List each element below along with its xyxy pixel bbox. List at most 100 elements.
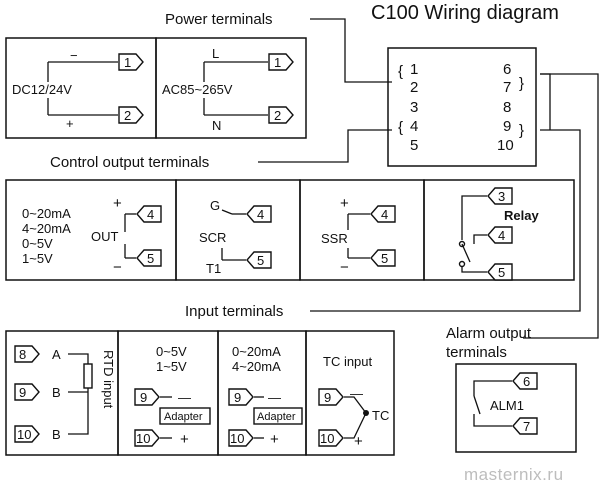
scr-g-label: G — [210, 198, 220, 213]
power-leader-line — [310, 18, 392, 83]
input-voltage-box: 0~5V 1~5V 9 — Adapter 10 + — [117, 330, 219, 456]
out-range-1: 0~20mA — [22, 206, 71, 221]
input-leader-line-right — [540, 129, 581, 309]
out-range-4: 1~5V — [22, 251, 53, 266]
dc-plus: + — [66, 116, 74, 131]
diagram-title: C100 Wiring diagram — [371, 2, 559, 24]
out-minus: − — [113, 259, 122, 276]
block-left-2: 2 — [410, 79, 418, 96]
out-range-2: 4~20mA — [22, 221, 71, 236]
block-right-9: 9 — [503, 118, 511, 135]
tc-junction-label: TC — [372, 408, 389, 423]
rtd-input-label: RTD input — [101, 350, 116, 409]
power-ac-box: L AC85~265V N 1 2 — [155, 37, 307, 139]
relay-terminal-5: 5 — [498, 265, 505, 280]
out-plus: + — [113, 195, 122, 212]
alarm-terminal-7: 7 — [523, 419, 530, 434]
rtd-letter-a: A — [52, 347, 61, 362]
tc-plus: + — [354, 433, 363, 450]
block-left-3: 3 — [410, 99, 418, 116]
alarm-leader-line — [523, 73, 599, 339]
control-leader-line — [258, 129, 392, 163]
control-relay-box: 3 Relay 4 5 — [423, 179, 575, 281]
dc-voltage-label: DC12/24V — [12, 82, 72, 97]
current-plus: + — [270, 431, 279, 448]
scr-label: SCR — [199, 230, 226, 245]
ssr-terminal-5: 5 — [381, 251, 388, 266]
ac-terminal-2: 2 — [274, 108, 281, 123]
ssr-plus: + — [340, 195, 349, 212]
relay-terminal-3: 3 — [498, 189, 505, 204]
ac-terminal-1: 1 — [274, 55, 281, 70]
ac-n-label: N — [212, 118, 221, 133]
ssr-minus: − — [340, 259, 349, 276]
out-terminal-5: 5 — [147, 251, 154, 266]
block-right-10: 10 — [497, 137, 514, 154]
current-range-1: 0~20mA — [232, 344, 281, 359]
power-dc-box: − DC12/24V + 1 2 — [5, 37, 157, 139]
dc-terminal-1: 1 — [124, 55, 131, 70]
scr-terminal-5: 5 — [257, 253, 264, 268]
input-leader-line — [310, 309, 581, 312]
block-left-5: 5 — [410, 137, 418, 154]
current-terminal-10: 10 — [230, 431, 244, 446]
block-left-4: 4 — [410, 118, 418, 135]
out-terminal-4: 4 — [147, 207, 154, 222]
tc-terminal-10: 10 — [320, 431, 334, 446]
current-range-2: 4~20mA — [232, 359, 281, 374]
tc-input-label: TC input — [323, 354, 373, 369]
out-range-3: 0~5V — [22, 236, 53, 251]
brace-left-top: { — [398, 63, 403, 80]
brace-right-top: } — [519, 75, 524, 92]
out-label: OUT — [91, 229, 119, 244]
volt-range-2: 1~5V — [156, 359, 187, 374]
block-left-1: 1 — [410, 61, 418, 78]
rtd-terminal-8: 8 — [19, 347, 26, 362]
volt-terminal-9: 9 — [140, 390, 147, 405]
current-minus: — — [268, 390, 281, 405]
brace-right-bottom: } — [519, 122, 524, 139]
dc-terminal-2: 2 — [124, 108, 131, 123]
tc-minus: — — [350, 386, 363, 401]
rtd-letter-b1: B — [52, 385, 61, 400]
ssr-terminal-4: 4 — [381, 207, 388, 222]
terminal-block: { { 1 2 3 4 5 6 7 8 9 10 } } — [387, 47, 537, 167]
dc-minus: − — [70, 48, 78, 63]
control-ssr-box: + SSR − 4 5 — [299, 179, 425, 281]
block-right-8: 8 — [503, 99, 511, 116]
rtd-terminal-10: 10 — [17, 427, 31, 442]
block-right-6: 6 — [503, 61, 511, 78]
volt-plus: + — [180, 431, 189, 448]
alarm-output-label-2: terminals — [446, 344, 507, 361]
scr-terminal-4: 4 — [257, 207, 264, 222]
input-terminals-label: Input terminals — [185, 303, 283, 320]
ac-voltage-label: AC85~265V — [162, 82, 233, 97]
control-scr-box: G SCR T1 4 5 — [175, 179, 301, 281]
alarm-label: ALM1 — [490, 398, 524, 413]
volt-terminal-10: 10 — [136, 431, 150, 446]
control-out-box: 0~20mA 4~20mA 0~5V 1~5V OUT + − 4 5 — [5, 179, 177, 281]
alarm-terminal-6: 6 — [523, 374, 530, 389]
alarm-box: 6 ALM1 7 — [455, 363, 577, 453]
scr-t1-label: T1 — [206, 261, 221, 276]
alarm-bracket-line — [540, 73, 551, 120]
relay-label: Relay — [504, 208, 539, 223]
rtd-letter-b2: B — [52, 427, 61, 442]
block-right-7: 7 — [503, 79, 511, 96]
input-current-box: 0~20mA 4~20mA 9 — Adapter 10 + — [217, 330, 307, 456]
current-terminal-9: 9 — [234, 390, 241, 405]
input-rtd-box: 8 A 9 B 10 B RTD input — [5, 330, 119, 456]
input-tc-box: TC input 9 — 10 TC + — [305, 330, 395, 456]
brace-left-bottom: { — [398, 119, 403, 136]
relay-terminal-4: 4 — [498, 228, 505, 243]
control-output-label: Control output terminals — [50, 154, 209, 171]
volt-range-1: 0~5V — [156, 344, 187, 359]
watermark: masternix.ru — [464, 465, 564, 484]
current-adapter-label: Adapter — [257, 411, 296, 423]
power-terminals-label: Power terminals — [165, 11, 273, 28]
rtd-terminal-9: 9 — [19, 385, 26, 400]
volt-minus: — — [178, 390, 191, 405]
tc-terminal-9: 9 — [324, 390, 331, 405]
volt-adapter-label: Adapter — [164, 411, 203, 423]
ssr-label: SSR — [321, 231, 348, 246]
